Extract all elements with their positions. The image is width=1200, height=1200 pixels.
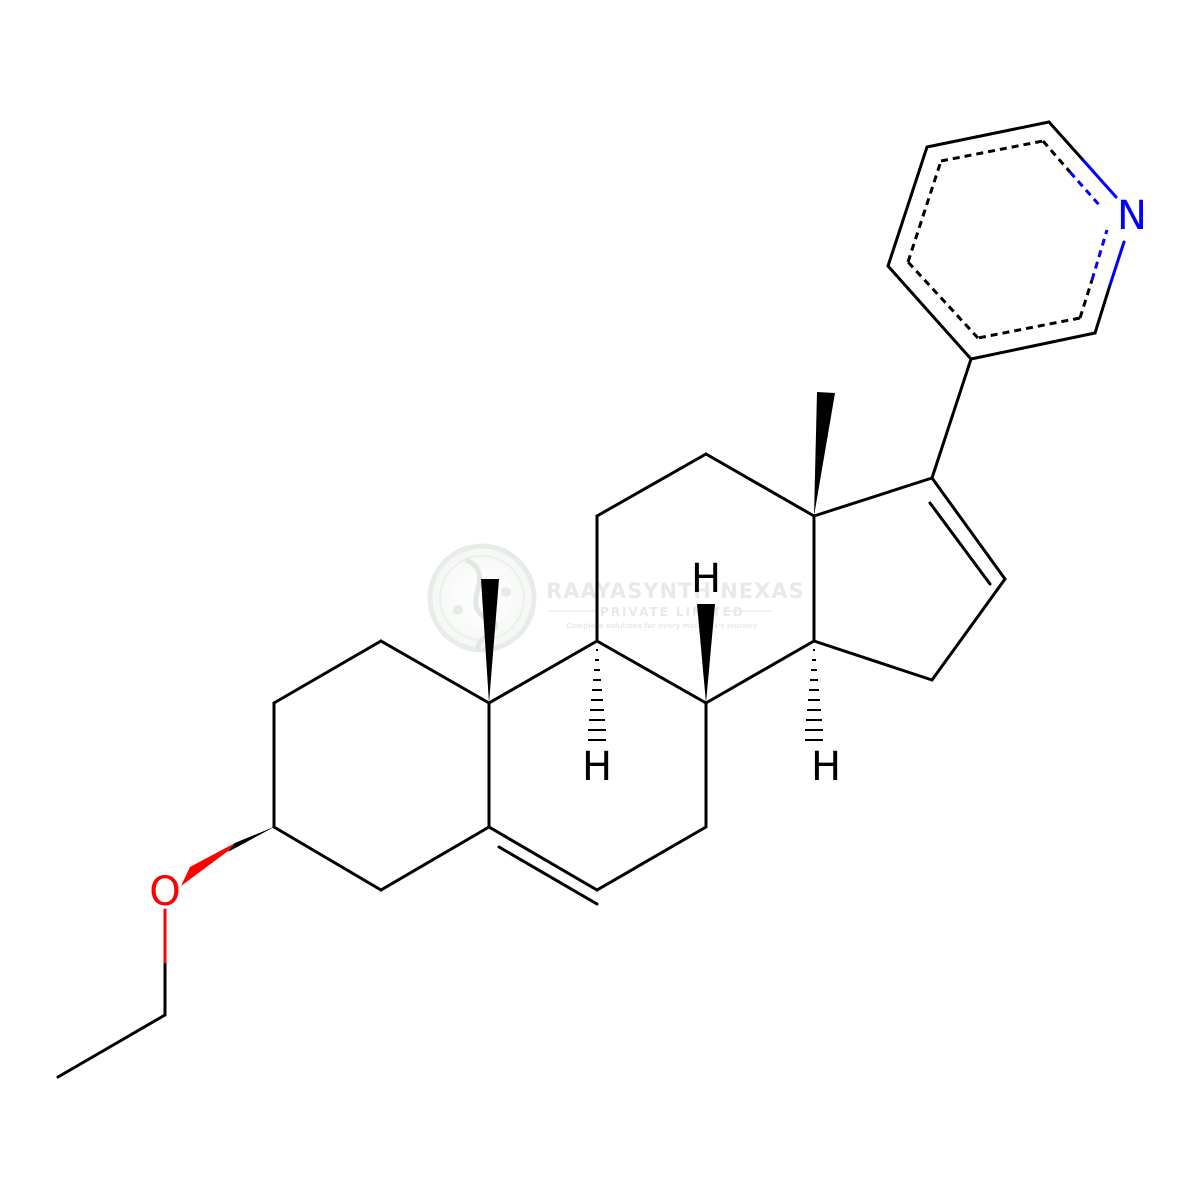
- watermark-tagline: Complete solutions for every molecule's …: [566, 622, 757, 630]
- atom-nitrogen: N: [1117, 193, 1147, 239]
- bond-py-c3-c4: [886, 264, 973, 361]
- aromatic-bond: [1041, 140, 1072, 173]
- watermark-logo-dot-icon: [501, 587, 511, 597]
- bond-c17-c16-double: [928, 501, 992, 586]
- wedge-c3-o-base: [228, 827, 274, 852]
- bond-c9-c10: [487, 639, 599, 705]
- bond-c1-c2: [272, 639, 383, 705]
- bond-c17-pyridine: [930, 357, 973, 480]
- aromatic-bond: [977, 316, 1081, 340]
- bond-py-c4-c5: [886, 145, 929, 268]
- watermark-logo-dot-icon: [453, 605, 463, 615]
- aromatic-bond: [906, 160, 943, 263]
- hash-c14-h: [805, 649, 823, 741]
- atom-hydrogen-c9: H: [582, 744, 612, 790]
- atom-hydrogen-c8: H: [691, 556, 721, 602]
- aromatic-inner-ring: [906, 139, 1109, 340]
- bonds: [56, 120, 1112, 1079]
- bond-c13-c17: [812, 476, 934, 518]
- hash-c9-h: [588, 649, 606, 741]
- bond-c6-c7: [595, 825, 708, 892]
- bond-py-n-segment: [1108, 240, 1126, 287]
- hetero-bonds: [163, 158, 1126, 964]
- wedge-bonds: [181, 392, 835, 886]
- bond-c8-c9: [595, 639, 708, 705]
- bond-c15-c14: [812, 639, 934, 682]
- atom-hydrogen-c14: H: [811, 744, 841, 790]
- aromatic-bond: [906, 260, 980, 340]
- bond-py-n-segment: [1081, 158, 1118, 199]
- wedge-c3-o-red: [181, 843, 235, 886]
- wedge-c10-methyl: [481, 579, 499, 703]
- bond-c12-c13: [704, 452, 816, 518]
- watermark-subtitle: PRIVATE LIMITED: [600, 605, 745, 619]
- wedge-c8-h: [697, 604, 715, 703]
- aromatic-bond: [1078, 279, 1094, 319]
- aromatic-bond: [940, 139, 1044, 163]
- bond-c5-c6-double: [497, 845, 599, 906]
- aromatic-bond: [1090, 229, 1109, 281]
- bond-c4-c5: [379, 825, 491, 892]
- bond-c17-c16: [930, 476, 1007, 581]
- bond-py-c5-c6: [925, 120, 1051, 149]
- watermark-logo-ring: [427, 543, 537, 653]
- bond-py-c2-c3: [969, 331, 1097, 361]
- bond-c3-c4: [272, 825, 383, 892]
- wedge-c13-methyl: [814, 392, 835, 516]
- aromatic-bond: [1068, 171, 1103, 208]
- bond-c10-c1: [379, 639, 491, 705]
- bond-c16-c15: [930, 577, 1007, 682]
- bond-py-c6-n: [1047, 120, 1085, 162]
- atom-oxygen: O: [149, 869, 180, 915]
- hash-bonds: [588, 649, 823, 741]
- bond-py-c2-n: [1093, 283, 1112, 335]
- watermark-title: RAAYASYNTH NEXAS: [546, 579, 805, 603]
- bond-c5-c6: [487, 825, 599, 892]
- bond-c14-c8: [704, 639, 816, 705]
- bond-c11-c12: [595, 452, 708, 518]
- atom-labels: N O H H H: [149, 193, 1147, 915]
- bond-ch2-ch3: [56, 1013, 167, 1079]
